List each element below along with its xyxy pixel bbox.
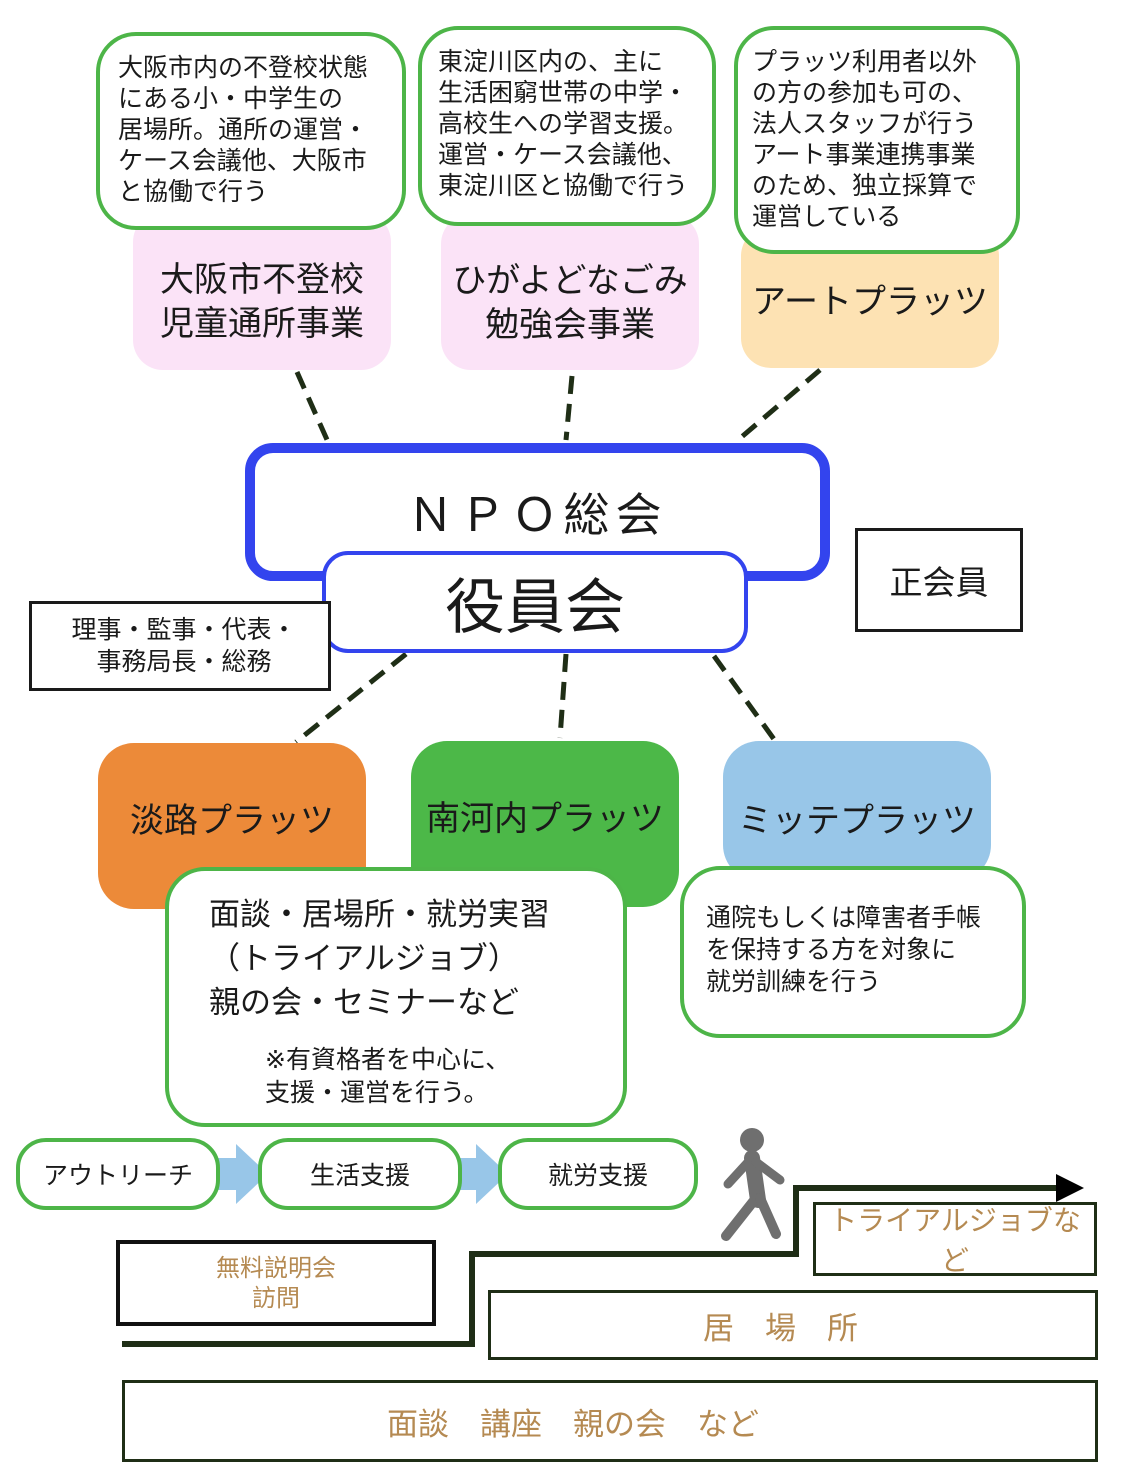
connector-line <box>294 370 331 444</box>
stair-label: 居 場 所 <box>703 1310 858 1347</box>
project-label: アートプラッツ <box>752 282 988 322</box>
project-note-higayodo: 東淀川区内の、主に 生活困窮世帯の中学・ 高校生への学習支援。 運営・ケース会議… <box>418 26 716 226</box>
branch-note-sub: ※有資格者を中心に、 支援・運営を行う。 <box>265 1045 511 1107</box>
branch-note-shared: 面談・居場所・就労実習 （トライアルジョブ） 親の会・セミナーなど ※有資格者を… <box>165 867 627 1127</box>
stair-label: トライアルジョブなど <box>829 1204 1081 1277</box>
connector-line <box>736 368 822 442</box>
connector-line <box>563 375 575 441</box>
board-members-label: 理事・監事・代表・ 事務局長・総務 <box>71 615 297 676</box>
stair-box-base: 面談 講座 親の会 など <box>122 1380 1098 1462</box>
project-note-osaka: 大阪市内の不登校状態 にある小・中学生の 居場所。通所の運営・ ケース会議他、大… <box>96 32 406 230</box>
project-label: ひがよどなごみ 勉強会事業 <box>452 261 688 345</box>
stair-label: 無料説明会 訪問 <box>216 1254 336 1312</box>
regular-members-box: 正会員 <box>855 528 1023 632</box>
flow-step-outreach[interactable]: アウトリーチ <box>16 1138 220 1210</box>
stair-arrowhead <box>1056 1174 1084 1202</box>
regular-members-label: 正会員 <box>889 563 989 602</box>
stair-box-ibasho: 居 場 所 <box>488 1290 1098 1360</box>
stair-label: 面談 講座 親の会 など <box>387 1406 759 1443</box>
connector-line <box>557 653 569 739</box>
connector-line <box>711 654 779 744</box>
project-label: 大阪市不登校 児童通所事業 <box>160 260 364 344</box>
branch-label: 南河内プラッツ <box>426 799 664 839</box>
branch-note-mitte-text: 通院もしくは障害者手帳 を保持する方を対象に 就労訓練を行う <box>706 903 982 996</box>
branch-box-mitte[interactable]: ミッテプラッツ <box>723 741 991 881</box>
branch-label: ミッテプラッツ <box>738 801 976 841</box>
npo-general-meeting-label: ＮＰＯ総会 <box>407 488 668 542</box>
stair-box-trial-job: トライアルジョブなど <box>813 1202 1097 1277</box>
flow-step-life-support[interactable]: 生活支援 <box>258 1138 462 1210</box>
project-note-art: プラッツ利用者以外 の方の参加も可の、 法人スタッフが行う アート事業連携事業 … <box>734 26 1020 254</box>
walking-person-icon <box>721 1128 785 1241</box>
flow-arrow <box>452 1144 508 1204</box>
stair-line <box>122 1185 1060 1347</box>
board-label: 役員会 <box>445 572 625 643</box>
board-box[interactable]: 役員会 <box>322 551 748 653</box>
project-box-higayodo[interactable]: ひがよどなごみ 勉強会事業 <box>441 214 699 370</box>
branch-note-mitte: 通院もしくは障害者手帳 を保持する方を対象に 就労訓練を行う <box>680 866 1026 1038</box>
flow-step-label: 就労支援 <box>547 1161 648 1190</box>
board-members-box: 理事・監事・代表・ 事務局長・総務 <box>29 601 331 691</box>
branch-label: 淡路プラッツ <box>130 801 334 841</box>
stair-box-briefing: 無料説明会 訪問 <box>116 1240 436 1326</box>
connector-line <box>294 652 408 744</box>
branch-note-main: 面談・居場所・就労実習 （トライアルジョブ） 親の会・セミナーなど <box>209 897 550 1021</box>
flow-arrow <box>212 1144 268 1204</box>
flow-step-label: 生活支援 <box>309 1161 410 1190</box>
flow-step-work-support[interactable]: 就労支援 <box>498 1138 698 1210</box>
flow-step-label: アウトリーチ <box>42 1161 193 1190</box>
project-box-osaka[interactable]: 大阪市不登校 児童通所事業 <box>133 212 391 370</box>
